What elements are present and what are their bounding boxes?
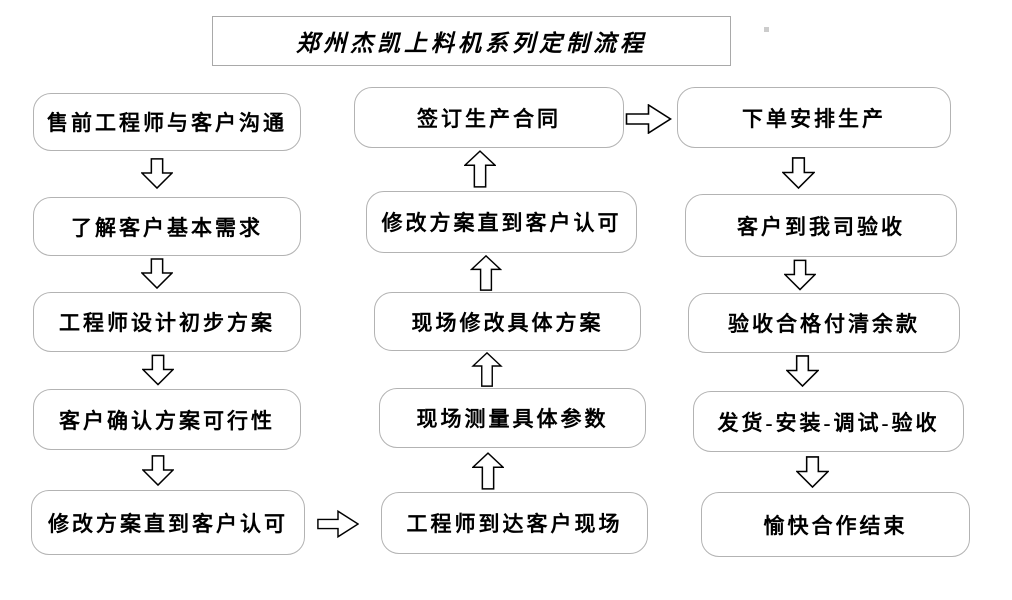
down-arrow-icon bbox=[142, 455, 174, 487]
stray-dot bbox=[764, 27, 769, 32]
right-arrow-icon bbox=[317, 509, 359, 539]
step-box-right-4: 发货-安装-调试-验收 bbox=[693, 391, 964, 452]
down-arrow-icon bbox=[786, 355, 819, 388]
step-box-right-3: 验收合格付清余款 bbox=[688, 293, 960, 353]
up-arrow-icon bbox=[470, 255, 502, 291]
step-box-middle-5: 工程师到达客户现场 bbox=[381, 492, 648, 554]
step-box-middle-4: 现场测量具体参数 bbox=[379, 388, 646, 448]
up-arrow-icon bbox=[472, 452, 504, 490]
title-box: 郑州杰凯上料机系列定制流程 bbox=[212, 16, 731, 66]
step-box-middle-3: 现场修改具体方案 bbox=[374, 292, 641, 351]
step-box-right-1: 下单安排生产 bbox=[677, 87, 951, 148]
step-box-right-2: 客户到我司验收 bbox=[685, 194, 957, 257]
step-box-left-3: 工程师设计初步方案 bbox=[33, 292, 301, 352]
down-arrow-icon bbox=[141, 258, 173, 289]
down-arrow-icon bbox=[782, 157, 815, 190]
up-arrow-icon bbox=[464, 150, 496, 188]
step-box-left-2: 了解客户基本需求 bbox=[33, 197, 301, 256]
step-box-left-1: 售前工程师与客户沟通 bbox=[33, 93, 301, 151]
step-box-left-5: 修改方案直到客户认可 bbox=[31, 490, 305, 555]
step-box-middle-1: 签订生产合同 bbox=[354, 87, 624, 148]
down-arrow-icon bbox=[784, 259, 816, 291]
right-arrow-icon bbox=[625, 104, 672, 134]
step-box-right-5: 愉快合作结束 bbox=[701, 492, 970, 557]
down-arrow-icon bbox=[796, 456, 829, 489]
page-title: 郑州杰凯上料机系列定制流程 bbox=[296, 31, 647, 56]
down-arrow-icon bbox=[142, 354, 174, 386]
up-arrow-icon bbox=[471, 352, 503, 387]
down-arrow-icon bbox=[141, 158, 173, 190]
step-box-middle-2: 修改方案直到客户认可 bbox=[366, 191, 637, 253]
step-box-left-4: 客户确认方案可行性 bbox=[33, 389, 301, 450]
